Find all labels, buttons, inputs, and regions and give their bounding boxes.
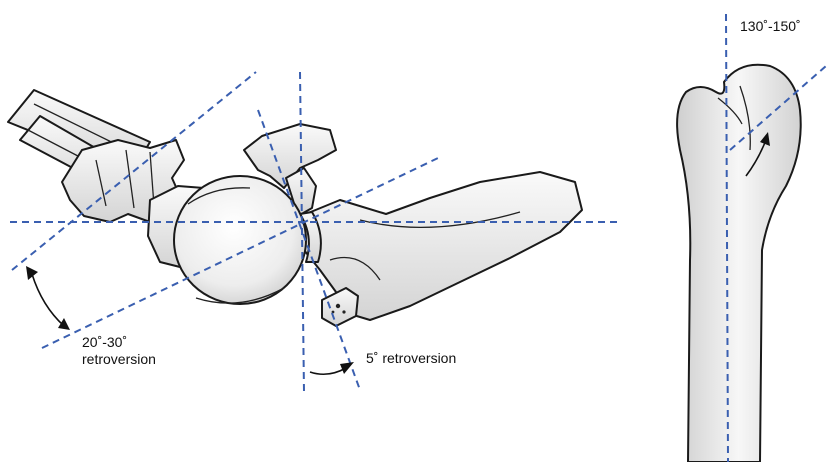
humeral-retroversion-angle-label: 20˚-30˚	[82, 334, 127, 351]
neck-shaft-angle-label: 130˚-150˚	[740, 18, 801, 35]
humeral-head	[174, 176, 306, 304]
frontal-humerus-view	[677, 14, 826, 462]
humeral-retroversion-word-label: retroversion	[82, 351, 156, 368]
humerus-shaft	[677, 65, 801, 462]
glenoid-retroversion-arrow	[310, 368, 346, 374]
humeral-retroversion-arrow	[32, 274, 64, 326]
glenoid-retroversion-label: 5˚ retroversion	[366, 350, 456, 367]
